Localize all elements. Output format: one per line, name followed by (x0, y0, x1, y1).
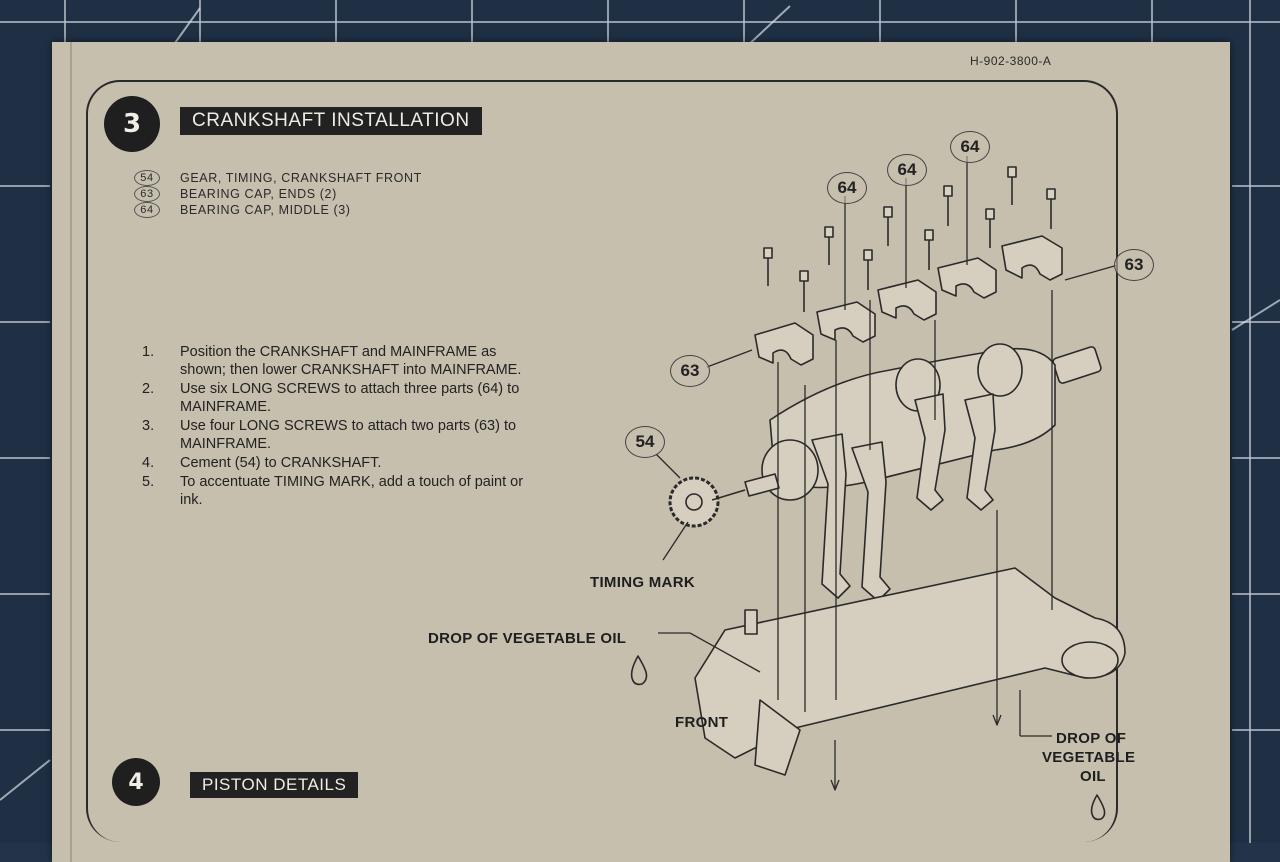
parts-list-item: 54 GEAR, TIMING, CRANKSHAFT FRONT (134, 170, 422, 186)
step-text: Cement (54) to CRANKSHAFT. (180, 455, 382, 471)
callout-64: 64 (887, 154, 927, 186)
parts-list-item: 64 BEARING CAP, MIDDLE (3) (134, 202, 422, 218)
page-fold (70, 42, 72, 862)
timing-gear-icon (668, 476, 746, 528)
front-label: FRONT (675, 714, 729, 731)
oil-drop-label: DROP OF VEGETABLE OIL (428, 630, 627, 647)
mat-grid (0, 0, 1280, 843)
oil-drop-label-line: OIL (1080, 768, 1106, 785)
instruction-step: 5. To accentuate TIMING MARK, add a touch… (142, 473, 542, 509)
instruction-steps: 1. Position the CRANKSHAFT and MAINFRAME … (142, 343, 542, 510)
screw-icon (763, 166, 1056, 312)
bearing-cap-icon (754, 235, 1063, 366)
step-text: To accentuate TIMING MARK, add a touch o… (180, 474, 524, 508)
step-index: 3. (142, 418, 155, 434)
timing-mark-label: TIMING MARK (590, 574, 695, 591)
instruction-step: 2. Use six LONG SCREWS to attach three pa… (142, 380, 542, 416)
parts-list-item: 63 BEARING CAP, ENDS (2) (134, 186, 422, 202)
step-index: 2. (142, 381, 155, 397)
step-index: 5. (142, 474, 155, 490)
crankshaft-assembly-illustration (630, 156, 1126, 821)
step-frame (86, 80, 1118, 842)
part-number: 63 (134, 186, 160, 202)
part-description: GEAR, TIMING, CRANKSHAFT FRONT (180, 170, 422, 185)
part-number: 64 (134, 202, 160, 218)
callout-64: 64 (950, 131, 990, 163)
step-4-title: PISTON DETAILS (190, 772, 359, 798)
step-3-number: 3 (104, 96, 160, 152)
step-text: Use four LONG SCREWS to attach two parts… (180, 418, 517, 452)
step-index: 1. (142, 344, 155, 360)
instruction-step: 1. Position the CRANKSHAFT and MAINFRAME … (142, 343, 542, 379)
part-number: 54 (134, 170, 160, 186)
callout-63: 63 (670, 355, 710, 387)
callout-64: 64 (827, 172, 867, 204)
parts-list: 54 GEAR, TIMING, CRANKSHAFT FRONT 63 BEA… (134, 170, 422, 218)
oil-drop-label-line: DROP OF (1056, 730, 1127, 747)
part-description: BEARING CAP, ENDS (2) (180, 186, 337, 201)
document-number: H-902-3800-A (970, 54, 1052, 68)
callout-54: 54 (625, 426, 665, 458)
instruction-step: 3. Use four LONG SCREWS to attach two par… (142, 417, 542, 453)
oil-drop-label-line: VEGETABLE (1042, 749, 1136, 766)
callout-63: 63 (1114, 249, 1154, 281)
instruction-step: 4. Cement (54) to CRANKSHAFT. (142, 454, 542, 472)
step-text: Position the CRANKSHAFT and MAINFRAME as… (180, 344, 522, 378)
part-description: BEARING CAP, MIDDLE (3) (180, 202, 351, 217)
mainframe-icon (694, 567, 1126, 776)
connecting-rod-icon (811, 393, 996, 602)
oil-drop-icon (630, 655, 1106, 821)
step-index: 4. (142, 455, 155, 471)
step-text: Use six LONG SCREWS to attach three part… (180, 381, 520, 415)
step-4-number: 4 (112, 758, 160, 806)
step-3-title: CRANKSHAFT INSTALLATION (180, 107, 482, 135)
